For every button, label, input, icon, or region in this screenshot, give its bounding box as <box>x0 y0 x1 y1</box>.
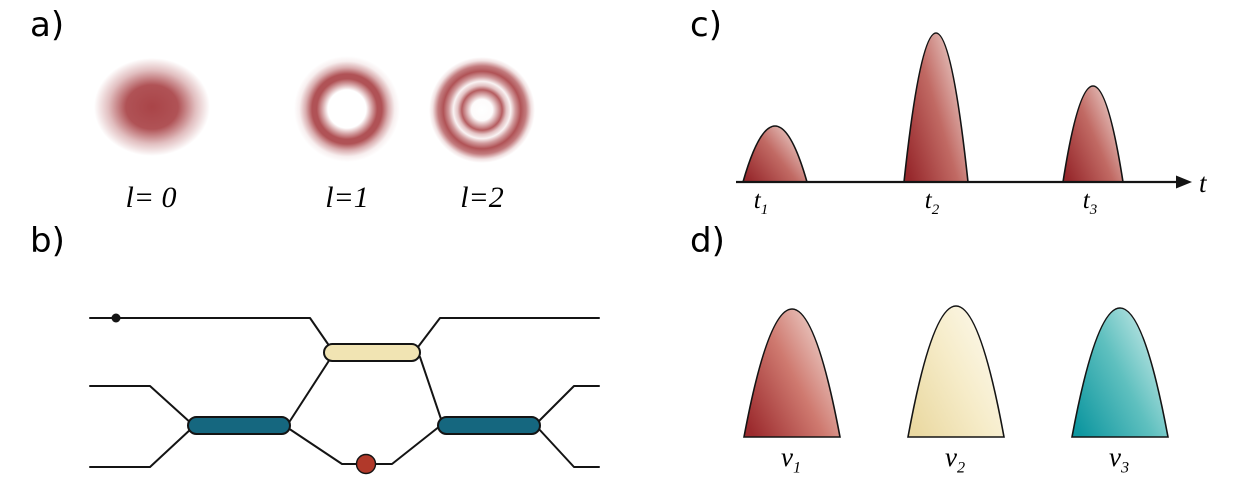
label-base: t <box>924 187 932 214</box>
panel-label-a: a) <box>30 5 65 45</box>
time-label-t1: t1 <box>754 188 768 218</box>
time-pulses <box>741 32 1124 183</box>
label-base: t <box>1082 187 1090 214</box>
time-axis-arrowhead <box>1176 175 1192 189</box>
label-base: v <box>1108 442 1121 472</box>
freq-mode-v2 <box>907 305 1005 438</box>
waveguide-yellow-to-coupler2 <box>419 356 443 423</box>
phase-shifter-dot <box>355 453 377 475</box>
oam-mode-l1-ring <box>294 56 400 162</box>
time-label-t3: t3 <box>1083 188 1097 218</box>
time-axis-label: t <box>1199 168 1207 198</box>
pulse-t1 <box>741 125 809 183</box>
waveguide-top-left <box>89 317 331 348</box>
frequency-modes <box>743 305 1169 438</box>
pulse-t2 <box>903 32 969 183</box>
label-sub: 3 <box>1089 202 1098 218</box>
oam-mode-l2-rings <box>429 57 535 163</box>
time-label-t2: t2 <box>925 188 939 218</box>
oam-mode-l0-blob <box>94 58 210 156</box>
freq-label-v3: v3 <box>1109 444 1129 476</box>
beamsplitter-teal-right <box>437 416 541 435</box>
label-sub: 1 <box>760 202 769 218</box>
oam-label-l2: l=2 <box>460 181 504 214</box>
freq-mode-v3 <box>1071 307 1169 438</box>
label-base: v <box>944 442 957 472</box>
waveguide-bottom-left <box>89 427 193 468</box>
waveguide-top-right <box>417 317 600 348</box>
label-base: t <box>753 187 761 214</box>
waveguide-mid-right <box>537 385 600 423</box>
panel-label-b: b) <box>30 221 65 261</box>
label-sub: 2 <box>931 202 940 218</box>
circuit-waveguides <box>89 317 600 468</box>
label-sub: 1 <box>792 458 802 477</box>
label-base: v <box>780 442 793 472</box>
freq-mode-v1 <box>743 308 841 438</box>
beamsplitter-teal-left <box>187 416 291 435</box>
waveguide-bottom-right <box>537 427 600 468</box>
waveguide-mid-left <box>89 385 193 425</box>
label-sub: 2 <box>956 458 966 477</box>
oam-label-l0: l= 0 <box>125 181 177 214</box>
waveguide-coupler1-to-yellow <box>287 355 333 425</box>
panel-label-c: c) <box>690 5 722 45</box>
panel-label-d: d) <box>690 221 725 261</box>
freq-label-v2: v2 <box>945 444 965 476</box>
freq-label-v1: v1 <box>781 444 801 476</box>
input-photon-dot <box>111 313 121 323</box>
oam-label-l1: l=1 <box>325 181 369 214</box>
pulse-t3 <box>1062 85 1124 183</box>
beamsplitter-yellow-top <box>323 343 421 362</box>
label-sub: 3 <box>1120 458 1130 477</box>
